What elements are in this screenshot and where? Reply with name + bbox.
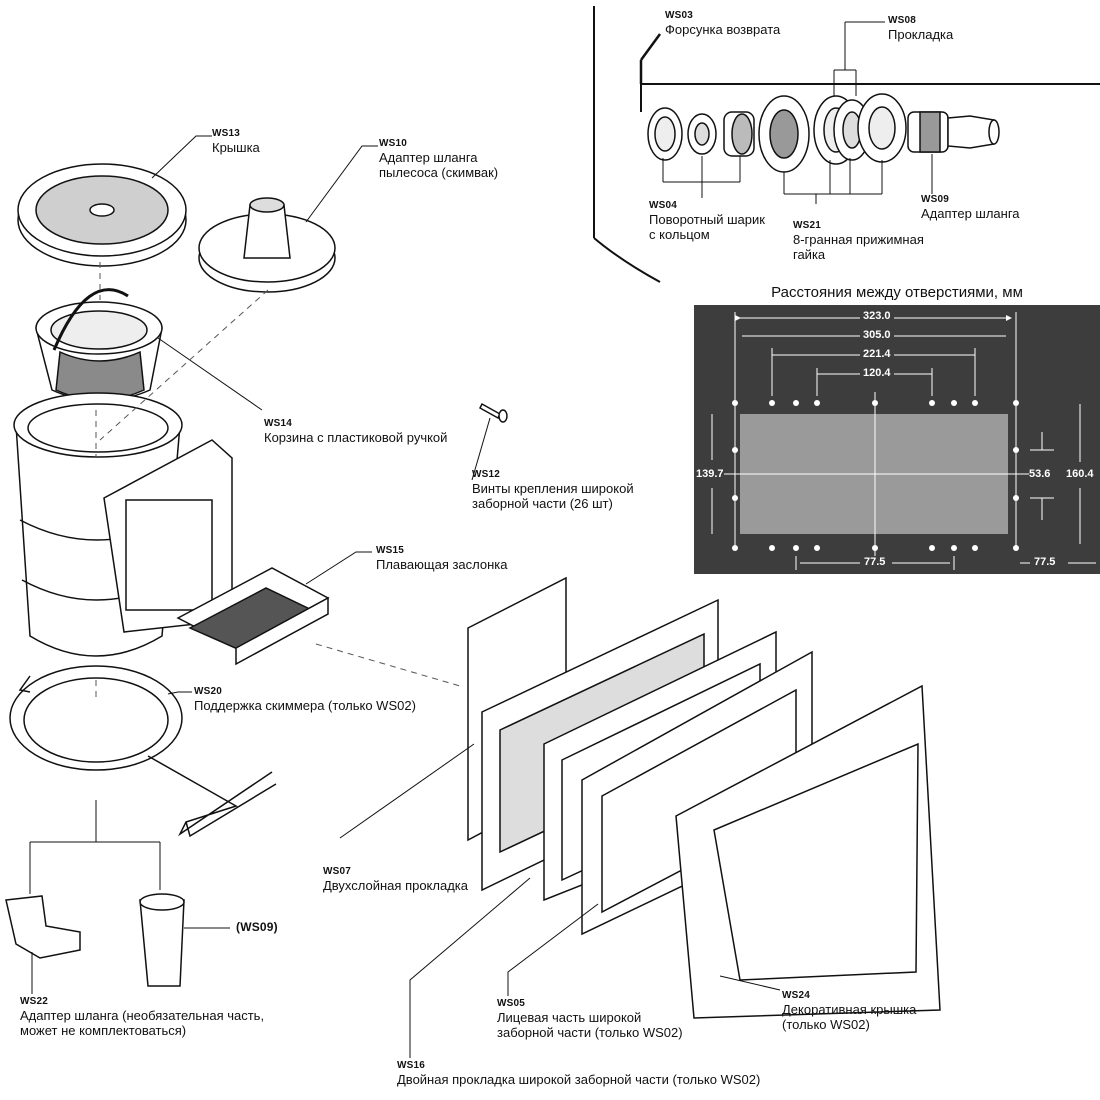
return-fitting-parts [647, 93, 1000, 173]
code-ws21: WS21 [793, 220, 822, 231]
desc-ws16: Двойная прокладка широкой заборной части… [397, 1071, 761, 1087]
wide-mouth-assembly [467, 576, 941, 1019]
label-ws10: WS10 Адаптер шланга пылесоса (скимвак) [379, 138, 498, 180]
floating-weir-ws15 [176, 567, 330, 666]
dim-77-left: 77.5 [864, 556, 886, 568]
dim-221: 221.4 [860, 348, 894, 360]
label-ws14: WS14 Корзина с пластиковой ручкой [264, 418, 447, 445]
desc-ws03: Форсунка возврата [665, 21, 781, 37]
label-ws07: WS07 Двухслойная прокладка [323, 866, 468, 893]
label-ws03: WS03 Форсунка возврата [665, 10, 780, 37]
desc-ws10: Адаптер шланга пылесоса (скимвак) [379, 149, 499, 181]
return-fitting-inset [593, 6, 1100, 283]
desc-ws22: Адаптер шланга (необязательная часть, мо… [20, 1007, 265, 1039]
dimensions-title: Расстояния между отверстиями, мм [771, 284, 1023, 301]
desc-ws09: Адаптер шланга [921, 205, 1020, 221]
label-ws13: WS13 Крышка [212, 128, 260, 155]
code-ws09-ref: (WS09) [236, 920, 278, 934]
label-ws22: WS22 Адаптер шланга (необязательная част… [20, 996, 264, 1038]
code-ws03: WS03 [665, 10, 694, 21]
code-ws04: WS04 [649, 200, 678, 211]
dim-77-right: 77.5 [1034, 556, 1056, 568]
dim-323: 323.0 [860, 310, 894, 322]
code-ws14: WS14 [264, 418, 293, 429]
desc-ws04: Поворотный шарик с кольцом [649, 211, 765, 243]
code-ws09: WS09 [921, 194, 950, 205]
desc-ws20: Поддержка скиммера (только WS02) [194, 697, 416, 713]
desc-ws08: Прокладка [888, 26, 954, 42]
code-ws08: WS08 [888, 15, 917, 26]
dim-120: 120.4 [860, 367, 894, 379]
label-ws05: WS05 Лицевая часть широкой заборной част… [497, 998, 683, 1040]
code-ws22: WS22 [20, 996, 49, 1007]
label-ws16: WS16 Двойная прокладка широкой заборной … [397, 1060, 760, 1087]
dim-139: 139.7 [696, 468, 724, 480]
screw-ws12 [479, 402, 508, 423]
label-ws21: WS21 8-гранная прижимная гайка [793, 220, 924, 262]
desc-ws13: Крышка [212, 139, 260, 155]
desc-ws24: Декоративная крышка (только WS02) [782, 1001, 917, 1033]
code-ws10: WS10 [379, 138, 408, 149]
hose-adapters [5, 893, 185, 987]
label-ws15: WS15 Плавающая заслонка [376, 545, 508, 572]
desc-ws21: 8-гранная прижимная гайка [793, 231, 924, 263]
desc-ws15: Плавающая заслонка [376, 556, 508, 572]
desc-ws12: Винты крепления широкой заборной части (… [472, 480, 634, 512]
dashed-guides [95, 262, 461, 700]
label-ws04: WS04 Поворотный шарик с кольцом [649, 200, 765, 242]
label-ws09-ref: (WS09) [236, 920, 278, 934]
label-ws08: WS08 Прокладка [888, 15, 953, 42]
desc-ws07: Двухслойная прокладка [323, 877, 468, 893]
label-ws20: WS20 Поддержка скиммера (только WS02) [194, 686, 416, 713]
code-ws07: WS07 [323, 866, 352, 877]
code-ws12: WS12 [472, 469, 501, 480]
vacuum-adapter-ws10 [198, 197, 336, 293]
dim-53: 53.6 [1029, 468, 1051, 480]
label-ws12: WS12 Винты крепления широкой заборной ча… [472, 469, 634, 511]
code-ws13: WS13 [212, 128, 241, 139]
lid-ws13 [17, 163, 187, 267]
label-ws24: WS24 Декоративная крышка (только WS02) [782, 990, 916, 1032]
code-ws16: WS16 [397, 1060, 426, 1071]
leader-lines [29, 135, 781, 1058]
skimmer-support-ws20 [9, 665, 277, 838]
code-ws20: WS20 [194, 686, 223, 697]
code-ws24: WS24 [782, 990, 811, 1001]
label-ws09: WS09 Адаптер шланга [921, 194, 1020, 221]
desc-ws14: Корзина с пластиковой ручкой [264, 429, 448, 445]
return-fitting-leaders [662, 21, 933, 204]
code-ws05: WS05 [497, 998, 526, 1009]
skimmer-body [13, 392, 233, 657]
dim-160: 160.4 [1066, 468, 1094, 480]
dim-305: 305.0 [860, 329, 894, 341]
basket-ws14 [35, 288, 163, 402]
desc-ws05: Лицевая часть широкой заборной части (то… [497, 1009, 683, 1041]
code-ws15: WS15 [376, 545, 405, 556]
hole-distance-panel [694, 305, 1100, 574]
